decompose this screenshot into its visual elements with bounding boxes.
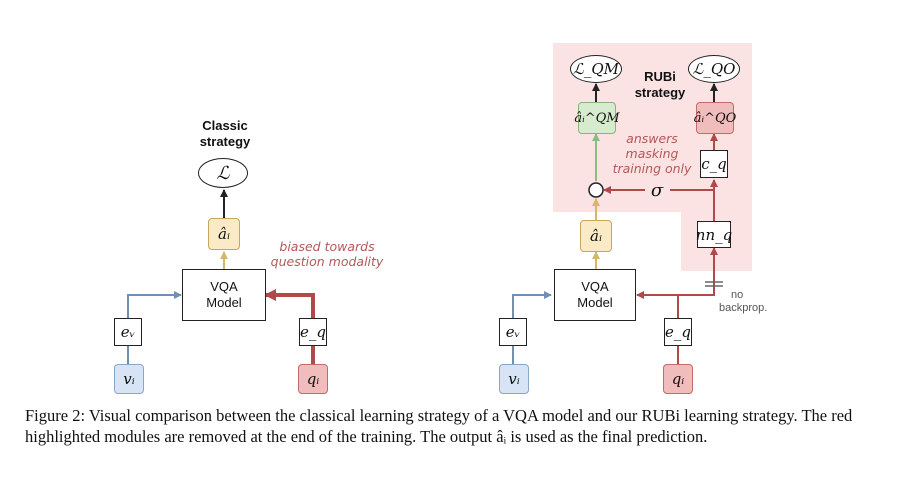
rubi-title-line1: RUBi — [644, 69, 676, 84]
elementwise-product-node — [588, 182, 604, 198]
classic-bias-annotation: biased towards question modality — [262, 237, 392, 271]
rubi-strategy-title: RUBi strategy — [625, 68, 695, 102]
rubi-loss-qo-node: ℒ_QO — [688, 55, 740, 83]
rubi-vqa-model: VQA Model — [554, 269, 636, 321]
figure-caption: Figure 2: Visual comparison between the … — [25, 406, 853, 446]
classic-title-line1: Classic — [202, 118, 248, 133]
classic-vqa-line1: VQA — [210, 279, 238, 294]
classic-vqa-line2: Model — [206, 295, 242, 310]
classic-image-input-node: vᵢ — [114, 364, 144, 394]
rubi-vqa-line1: VQA — [581, 279, 609, 294]
rubi-nobp-line2: backprop. — [719, 302, 768, 314]
rubi-mask-line2: masking — [625, 145, 679, 161]
rubi-question-embedding-node: e_q — [664, 318, 692, 346]
rubi-answer-qo-node: âᵢ^QO — [694, 102, 736, 134]
classic-question-embedding-node: e_q — [299, 318, 327, 346]
rubi-nobp-line1: no — [731, 289, 744, 301]
rubi-no-backprop-annotation: no backprop. — [719, 288, 799, 316]
classic-strategy-title: Classic strategy — [180, 117, 270, 151]
rubi-answer-qm-node: âᵢ^QM — [574, 102, 620, 134]
rubi-edges — [512, 83, 723, 364]
rubi-answer-node: âᵢ — [580, 220, 612, 252]
rubi-question-network-node: nn_q — [696, 221, 732, 248]
rubi-vqa-line2: Model — [577, 295, 613, 310]
classic-answer-node: âᵢ — [208, 218, 240, 250]
rubi-masking-annotation: answers masking training only — [604, 129, 700, 177]
classic-bias-line1: biased towards — [279, 239, 375, 254]
rubi-mask-line1: answers — [626, 130, 678, 146]
rubi-classifier-node: c_q — [700, 150, 728, 178]
classic-title-line2: strategy — [199, 134, 251, 149]
rubi-question-input-node: qᵢ — [663, 364, 693, 394]
classic-vqa-model: VQA Model — [182, 269, 266, 321]
classic-loss-node: ℒ — [198, 158, 248, 188]
classic-image-embedding-node: eᵥ — [114, 318, 142, 346]
rubi-loss-qm-node: ℒ_QM — [570, 55, 622, 83]
classic-bias-line2: question modality — [270, 254, 384, 269]
rubi-image-input-node: vᵢ — [499, 364, 529, 394]
rubi-highlight-region — [553, 43, 752, 271]
rubi-title-line2: strategy — [634, 85, 686, 100]
classic-question-input-node: qᵢ — [298, 364, 328, 394]
rubi-sigmoid-label: σ — [650, 179, 664, 201]
classic-edges — [127, 189, 315, 364]
rubi-mask-line3: training only — [612, 160, 692, 176]
rubi-image-embedding-node: eᵥ — [499, 318, 527, 346]
